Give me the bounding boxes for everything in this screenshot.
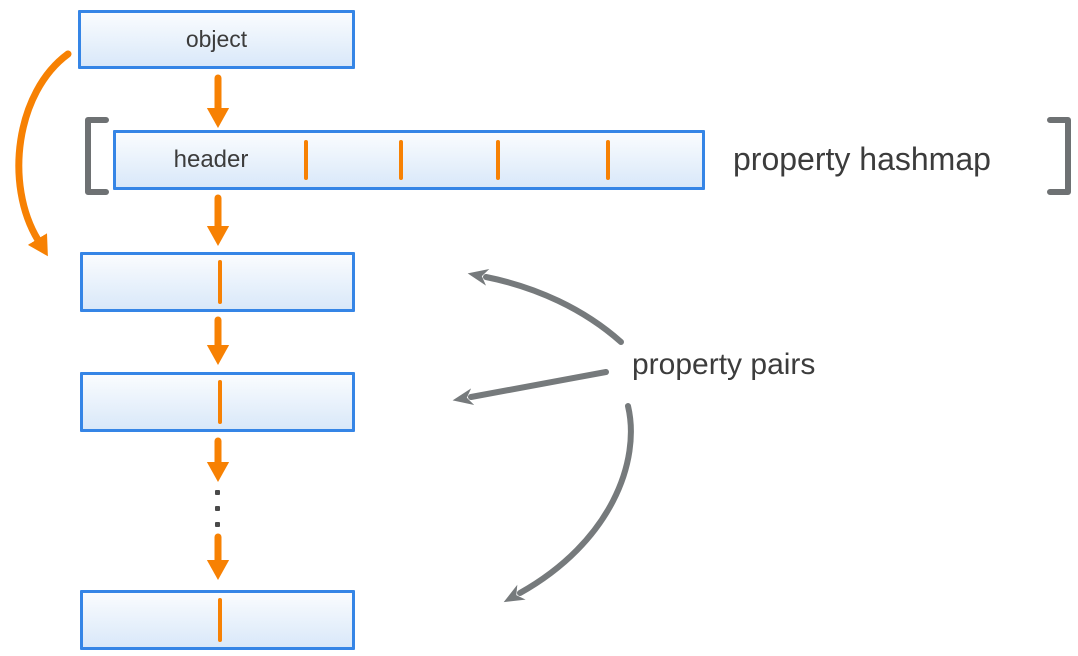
pair-cell-divider xyxy=(218,598,222,642)
property-pair-box xyxy=(80,252,355,312)
property-pair-box xyxy=(80,590,355,650)
ellipsis-dot xyxy=(215,522,220,527)
bracket-left-icon xyxy=(85,117,109,195)
header-cell-divider xyxy=(399,140,403,180)
gray-arrow-icon xyxy=(503,403,634,603)
ellipsis-dot xyxy=(215,490,220,495)
curved-arrow-icon xyxy=(15,50,72,257)
pair-cell-divider xyxy=(218,260,222,304)
gray-arrow-icon xyxy=(467,268,624,345)
ellipsis-dot xyxy=(215,506,220,511)
property-hashmap-caption: property hashmap xyxy=(733,141,991,177)
bracket-right-icon xyxy=(1047,117,1071,195)
pair-cell-divider xyxy=(218,380,222,424)
object-box: object xyxy=(78,10,355,69)
property-pairs-caption: property pairs xyxy=(632,348,816,381)
object-label: object xyxy=(185,26,248,52)
header-cell-divider xyxy=(496,140,500,180)
gray-arrow-icon xyxy=(452,369,609,406)
header-box: header xyxy=(113,130,705,190)
header-cell-divider xyxy=(606,140,610,180)
header-label: header xyxy=(173,146,249,173)
property-pair-box xyxy=(80,372,355,432)
header-cell-divider xyxy=(304,140,308,180)
